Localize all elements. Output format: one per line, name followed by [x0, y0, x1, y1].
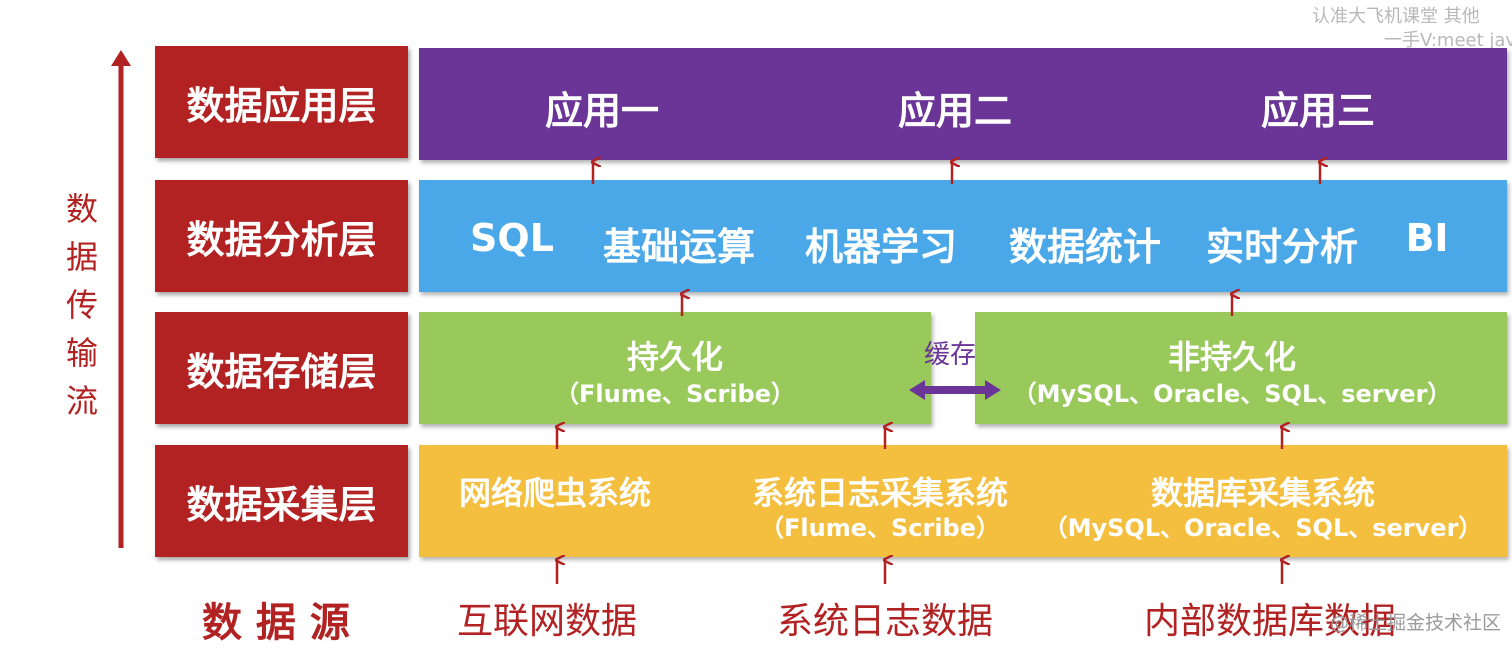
layer-label-collection: 数据采集层	[155, 445, 408, 557]
layer-label-application: 数据应用层	[155, 46, 408, 158]
app-item-2: 应用二	[897, 89, 1013, 133]
source-internet: 互联网数据	[456, 601, 638, 642]
storage-persistent-sub: （Flume、Scribe）	[554, 380, 796, 408]
collection-item-db: 数据库采集系统	[1150, 474, 1376, 512]
collection-item-log-sub: （Flume、Scribe）	[759, 514, 1001, 542]
cache-label: 缓存	[924, 340, 977, 370]
analysis-item-realtime: 实时分析	[1205, 225, 1359, 269]
data-flow-arrow	[111, 50, 131, 548]
application-layer-box	[419, 48, 1507, 160]
collection-item-log: 系统日志采集系统	[751, 474, 1009, 512]
cache-double-arrow	[909, 380, 1001, 400]
source-syslog: 系统日志数据	[776, 601, 994, 642]
analysis-item-bi: BI	[1405, 216, 1449, 260]
analysis-item-sql: SQL	[470, 216, 554, 260]
app-item-3: 应用三	[1260, 89, 1376, 133]
collection-item-crawler: 网络爬虫系统	[458, 474, 652, 512]
analysis-item-ml: 机器学习	[804, 225, 958, 269]
layer-label-analysis: 数据分析层	[155, 180, 408, 292]
watermark-line1: 认准大飞机课堂 其他	[1312, 6, 1480, 27]
analysis-layer-box	[419, 180, 1507, 292]
storage-nonpersistent-title: 非持久化	[1167, 338, 1297, 376]
watermark-corner: @稀土掘金技术社区	[1330, 612, 1502, 634]
source-internal-db: 内部数据库数据	[1143, 601, 1397, 642]
storage-nonpersistent-box	[975, 312, 1507, 424]
app-item-1: 应用一	[544, 89, 660, 133]
analysis-item-stats: 数据统计	[1008, 225, 1162, 269]
watermark-line2: 一手V:meet jav	[1384, 30, 1512, 51]
storage-nonpersistent-sub: （MySQL、Oracle、SQL、server）	[1012, 380, 1452, 408]
analysis-item-basic: 基础运算	[602, 225, 756, 269]
layer-label-storage: 数据存储层	[155, 312, 408, 424]
storage-persistent-box	[419, 312, 931, 424]
data-source-label: 数 据 源	[202, 600, 350, 646]
storage-persistent-title: 持久化	[626, 338, 724, 376]
collection-layer-box	[419, 445, 1507, 557]
data-flow-label: 数 据 传 输 流	[65, 190, 98, 420]
collection-item-db-sub: （MySQL、Oracle、SQL、server）	[1043, 514, 1483, 542]
